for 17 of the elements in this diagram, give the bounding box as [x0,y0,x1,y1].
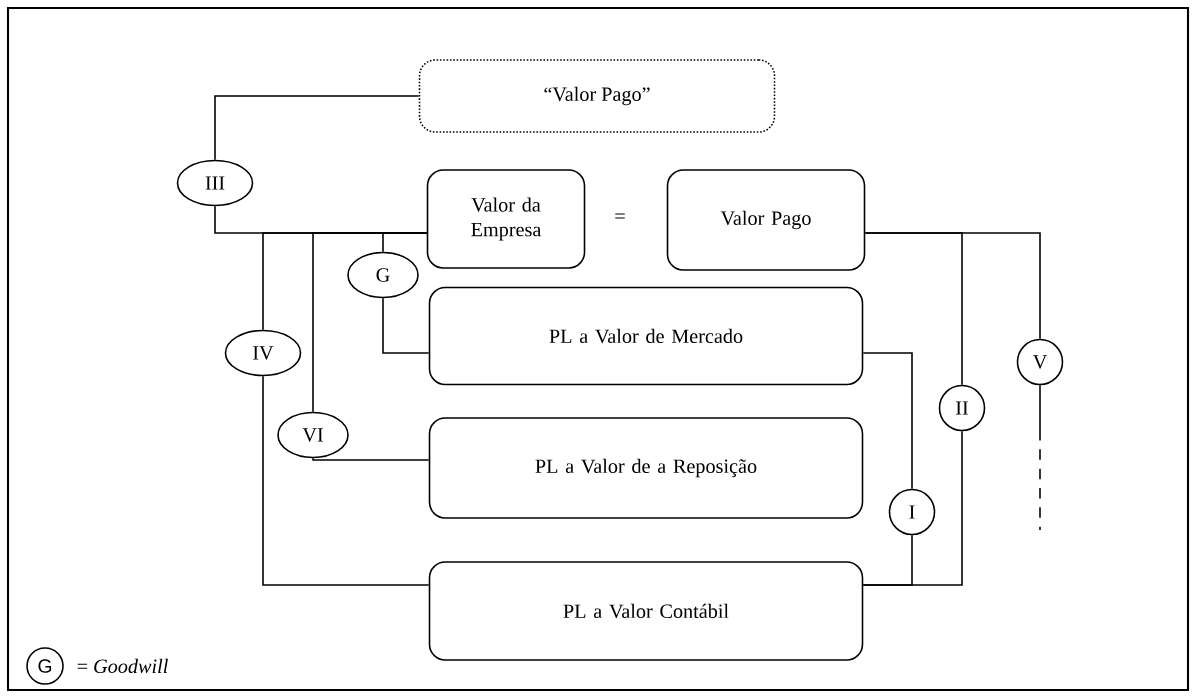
connector-line [1039,384,1041,531]
process-box: PL a Valor de Mercado [428,286,864,386]
connector-line [312,457,430,461]
connector-line [862,534,913,586]
connector-line [382,297,430,354]
legend-text: = Goodwill [77,658,168,674]
process-box: Valor Pago [666,169,866,271]
connector-line [312,232,428,413]
process-box: PL a Valor de a Reposição [428,417,864,519]
connector-line [864,232,963,386]
equals-sign: = [615,213,625,219]
connector-line [862,352,913,490]
connector-line [262,375,430,586]
dotted-box: “Valor Pago” [418,59,776,133]
process-box: PL a Valor Contábil [428,561,864,661]
process-box: Valor da Empresa [426,169,586,269]
connector-line [214,95,420,161]
